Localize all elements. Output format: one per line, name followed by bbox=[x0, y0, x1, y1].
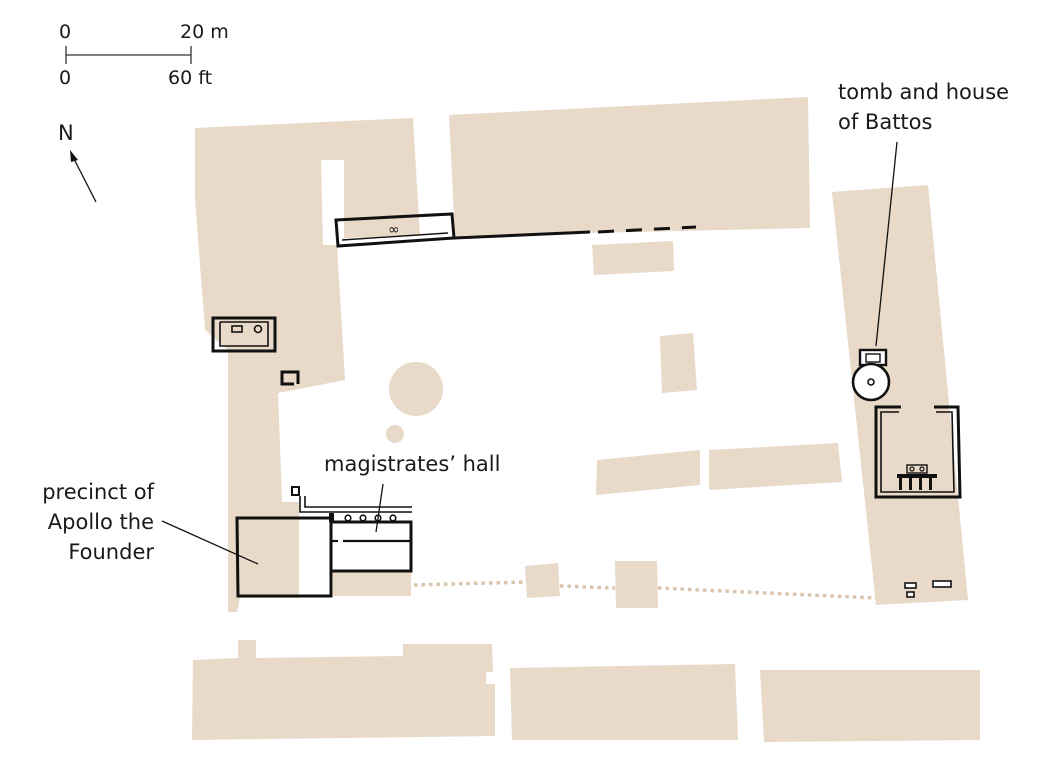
south-block-center bbox=[510, 664, 738, 740]
magistrates-hall-base bbox=[333, 572, 411, 596]
west-stoa-block bbox=[195, 118, 420, 612]
precinct-label-line3: Founder bbox=[68, 540, 154, 564]
scale-metric-start: 0 bbox=[59, 21, 71, 43]
column-bases-icon: ∞ bbox=[388, 222, 400, 238]
tomb-leader-line bbox=[875, 141, 898, 347]
tomb-of-battos bbox=[851, 348, 891, 402]
north-stoa-block bbox=[449, 97, 810, 236]
scale-imperial-end: 60 ft bbox=[168, 67, 212, 89]
house-of-battos bbox=[874, 405, 962, 499]
south-pier-west bbox=[525, 563, 560, 598]
north-label: N bbox=[58, 121, 74, 145]
north-arrow-icon bbox=[72, 156, 97, 203]
magistrates-leader-line bbox=[375, 483, 384, 533]
north-arrow: N bbox=[58, 121, 97, 203]
south-block-east bbox=[760, 670, 980, 742]
scale-imperial-start: 0 bbox=[59, 67, 71, 89]
leader-lines bbox=[161, 141, 898, 565]
tomb-label-line2: of Battos bbox=[838, 110, 932, 134]
magistrates-label: magistrates’ hall bbox=[324, 452, 500, 476]
small-shrine-wall bbox=[280, 370, 300, 386]
east-stoa-block bbox=[832, 185, 968, 605]
building-blocks bbox=[192, 97, 980, 742]
precinct-apollo-wall bbox=[235, 516, 333, 598]
round-monument bbox=[389, 362, 443, 416]
precinct-label-line1: precinct of bbox=[42, 480, 154, 504]
plan-labels: tomb and house of Battos magistrates’ ha… bbox=[42, 80, 1009, 564]
small-round-base bbox=[386, 425, 404, 443]
tomb-label-line1: tomb and house bbox=[838, 80, 1009, 104]
central-pier-block bbox=[660, 333, 697, 393]
scale-metric-end: 20 m bbox=[180, 21, 229, 43]
central-block-west bbox=[596, 450, 700, 495]
west-room-outer bbox=[211, 316, 277, 353]
north-arrowhead-icon bbox=[70, 150, 78, 162]
wall-outlines: ∞ bbox=[211, 212, 962, 598]
south-colonnade-dots bbox=[413, 580, 877, 600]
central-block-east bbox=[709, 443, 842, 490]
precinct-leader-line bbox=[161, 520, 259, 565]
precinct-label-line2: Apollo the bbox=[48, 510, 154, 534]
south-block-west bbox=[192, 640, 495, 740]
scale-bar: 0 20 m 0 60 ft bbox=[59, 21, 229, 89]
north-small-block bbox=[592, 241, 674, 275]
south-pier-east bbox=[615, 561, 658, 608]
magistrates-hall-wall bbox=[331, 520, 413, 573]
